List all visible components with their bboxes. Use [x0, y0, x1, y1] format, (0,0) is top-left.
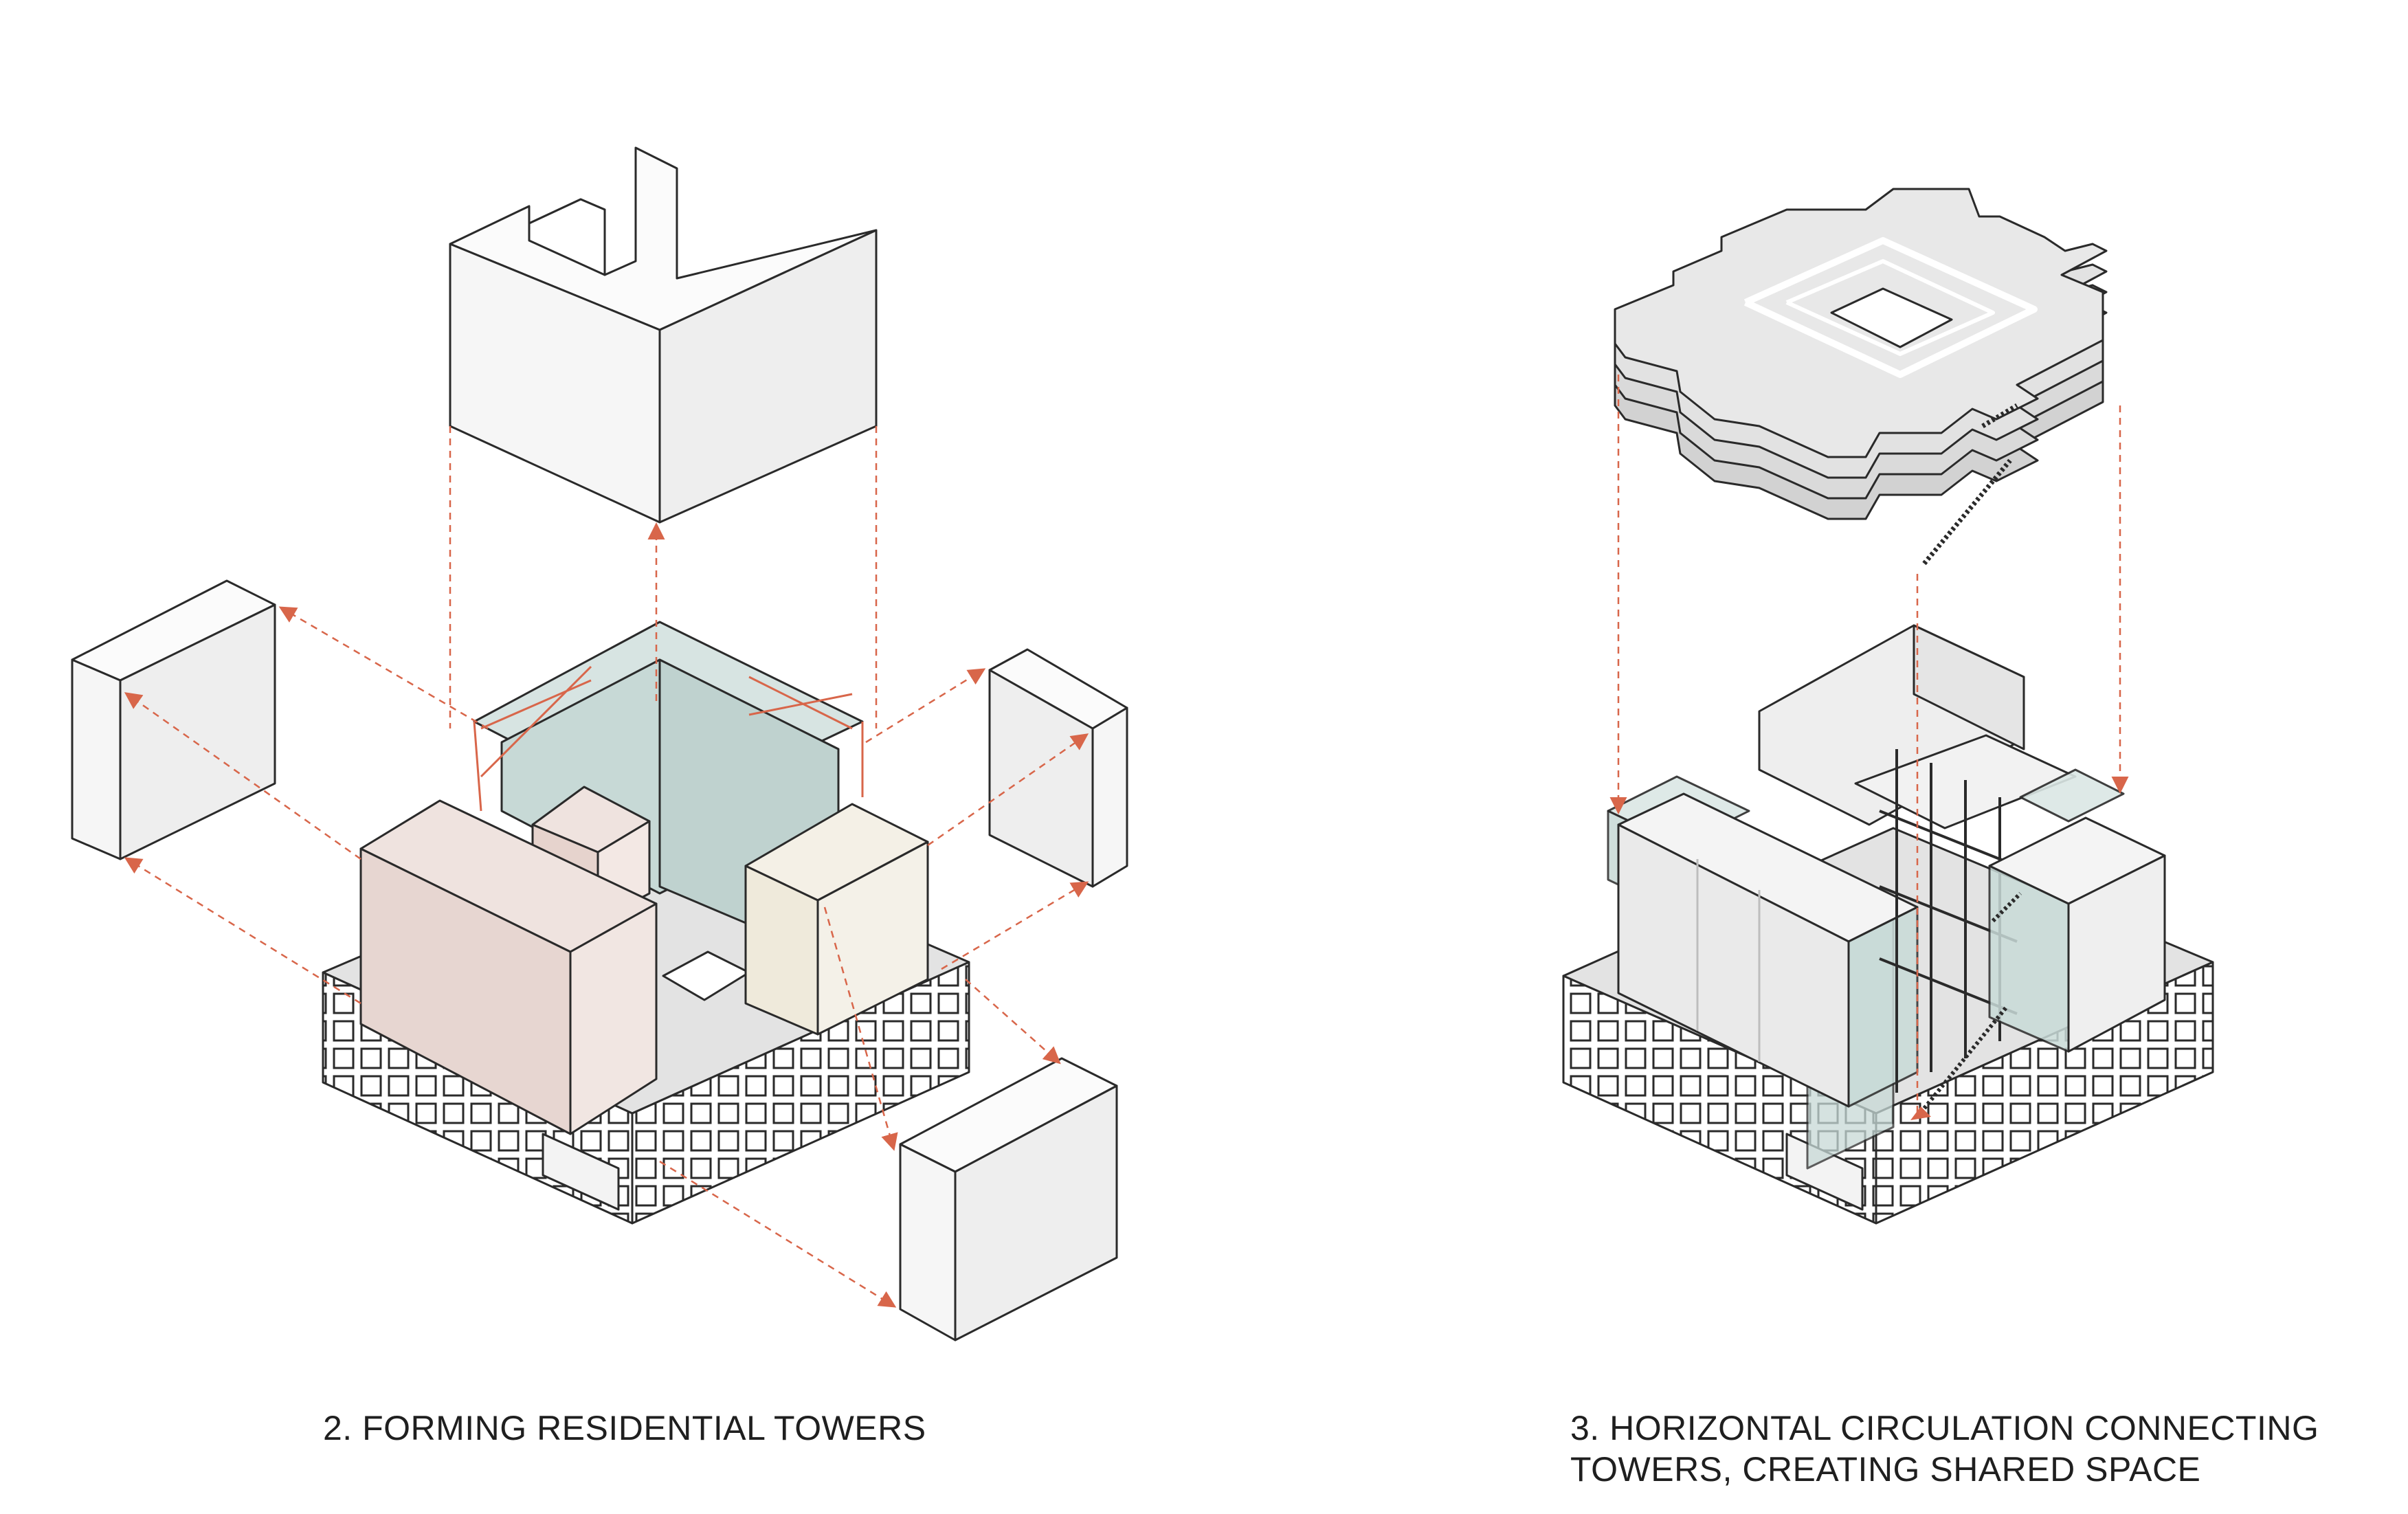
- block-top-u: [449, 146, 878, 524]
- tower-white-front-left: [1617, 792, 1919, 1108]
- stair-lower: [1915, 891, 2022, 1118]
- left-diagram: [71, 146, 1128, 1342]
- caption-horizontal-circulation: 3. HORIZONTAL CIRCULATION CONNECTING TOW…: [1570, 1407, 2319, 1490]
- stair-upper: [1922, 403, 2018, 566]
- circulation-slabs: [1614, 188, 2108, 520]
- tower-white-right: [1988, 816, 2166, 1053]
- caption-right-line-1: 3. HORIZONTAL CIRCULATION CONNECTING: [1570, 1409, 2319, 1447]
- stair-base-marker: [1910, 1106, 1931, 1120]
- exploded-arrows-right: [1609, 375, 2129, 1113]
- block-upper-left: [71, 579, 276, 860]
- caption-forming-residential-towers: 2. FORMING RESIDENTIAL TOWERS: [323, 1409, 926, 1447]
- tower-pink-large: [359, 799, 658, 1135]
- block-upper-right: [988, 648, 1128, 888]
- block-lower-right: [899, 1057, 1118, 1342]
- tower-cream: [744, 803, 929, 1036]
- exploded-arrows-left: [124, 426, 1089, 1308]
- right-diagram: [1562, 188, 2214, 1225]
- caption-right-line-2: TOWERS, CREATING SHARED SPACE: [1570, 1450, 2201, 1489]
